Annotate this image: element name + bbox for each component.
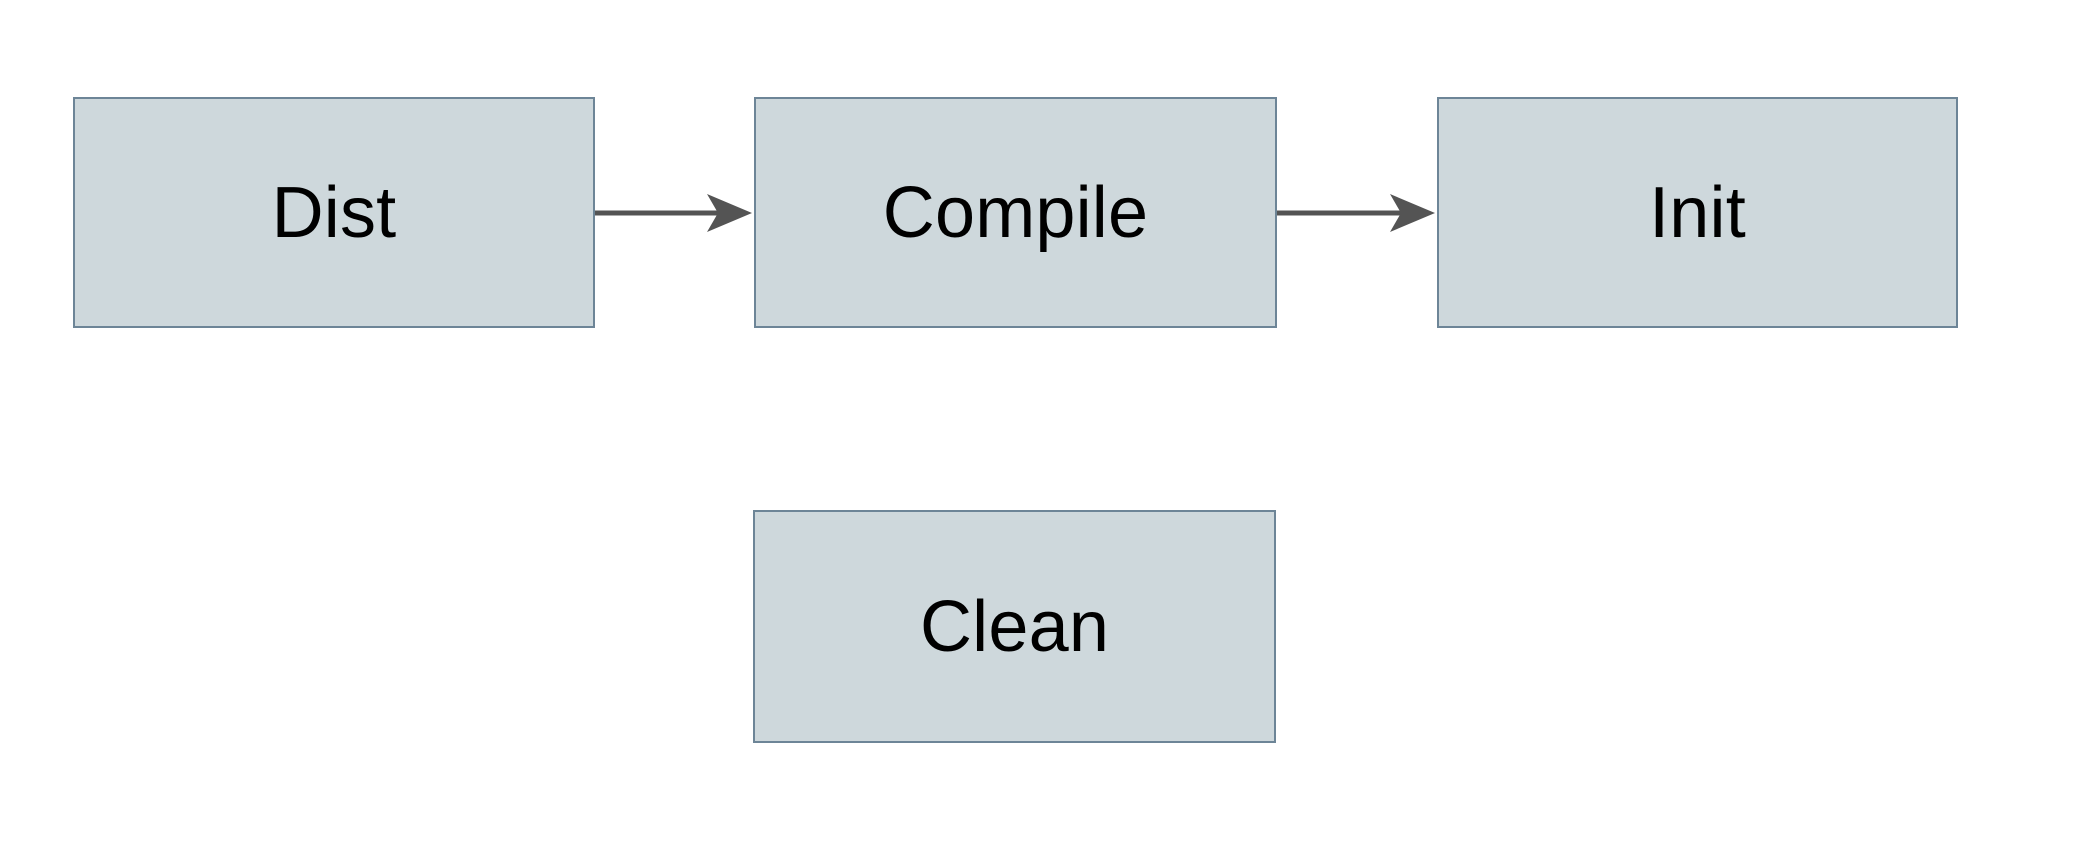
node-dist-label: Dist [271,172,397,253]
edge-compile-to-init[interactable] [1277,194,1435,232]
node-compile[interactable]: Compile [754,97,1277,328]
node-clean-label: Clean [919,586,1110,667]
node-init[interactable]: Init [1437,97,1958,328]
node-init-label: Init [1649,172,1746,253]
node-dist[interactable]: Dist [73,97,595,328]
edge-compile-to-init-arrowhead [1390,194,1435,232]
node-compile-label: Compile [882,172,1149,253]
edge-dist-to-compile[interactable] [595,194,752,232]
node-clean[interactable]: Clean [753,510,1276,743]
edge-dist-to-compile-arrowhead [707,194,752,232]
